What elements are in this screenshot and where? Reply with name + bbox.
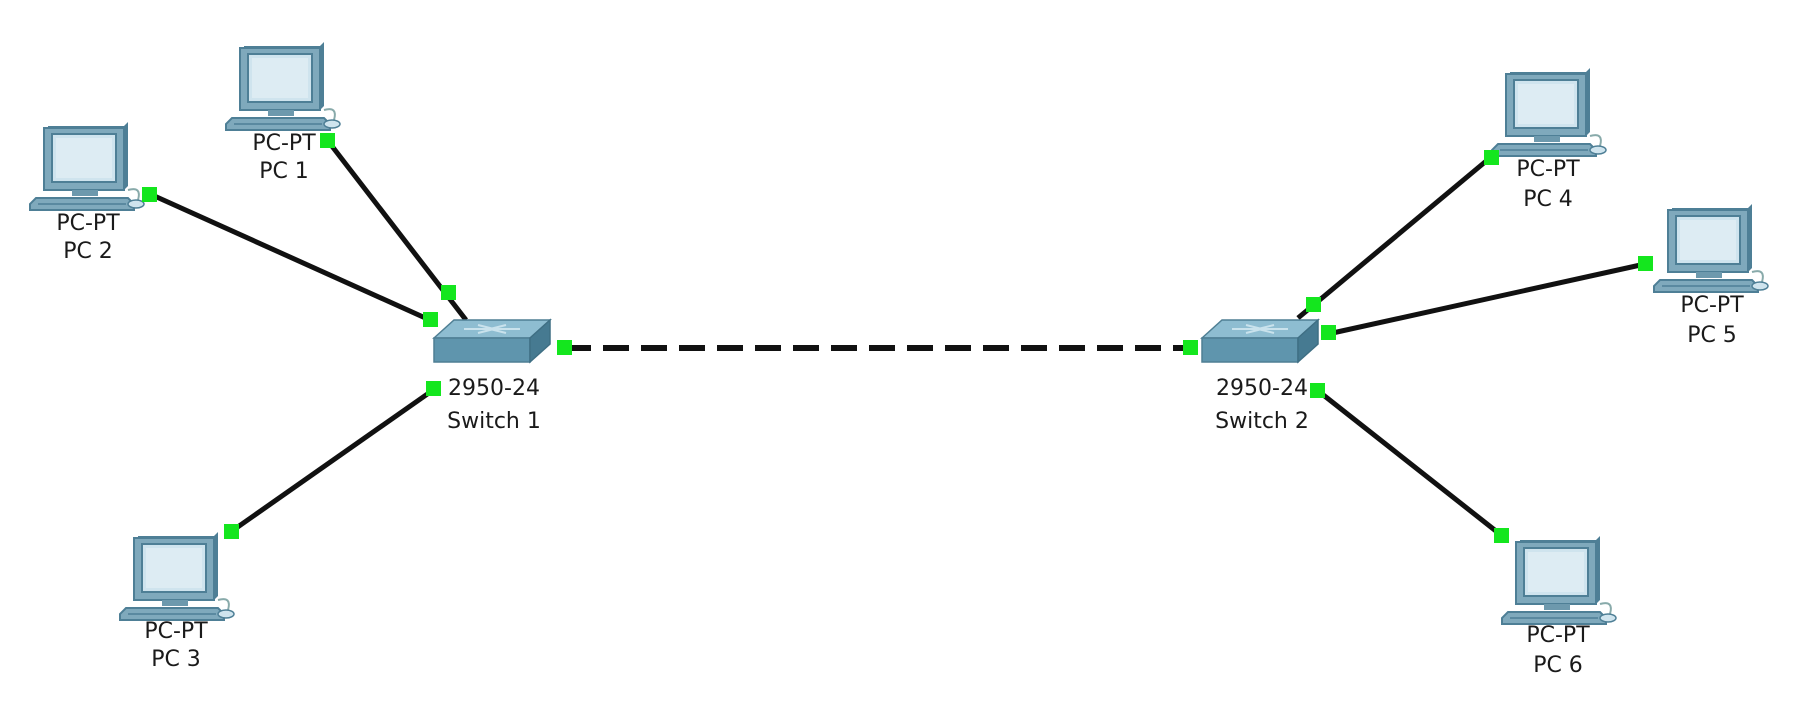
pc5-name-label: PC 5 [1687, 323, 1737, 348]
pc-icon [1491, 67, 1607, 157]
port-light-sw2-trunk [1183, 340, 1198, 355]
switch-icon [433, 319, 551, 363]
pc-2[interactable] [29, 121, 145, 211]
pc4-model-label: PC-PT [1516, 157, 1580, 182]
pc-6[interactable] [1501, 535, 1617, 625]
port-light-pc6 [1494, 528, 1509, 543]
pc6-name-label: PC 6 [1533, 653, 1583, 678]
switch2-model-label: 2950-24 [1216, 376, 1308, 401]
port-light-pc2 [142, 187, 157, 202]
switch1-name-label: Switch 1 [447, 409, 541, 434]
pc-icon [1653, 203, 1769, 293]
port-light-pc4 [1484, 150, 1499, 165]
pc5-model-label: PC-PT [1680, 293, 1744, 318]
pc1-name-label: PC 1 [259, 159, 309, 184]
port-light-pc3 [224, 524, 239, 539]
port-light-pc5 [1638, 256, 1653, 271]
labels-layer: PC-PT PC 1 PC-PT PC 2 PC-PT PC 3 2950-24… [56, 131, 1744, 678]
link-pc2-switch1[interactable] [148, 191, 434, 324]
switch-2[interactable] [1201, 319, 1319, 363]
link-pc3-switch1[interactable] [230, 385, 438, 534]
pc-icon [29, 121, 145, 211]
pc4-name-label: PC 4 [1523, 187, 1573, 212]
link-pc4-switch2[interactable] [1296, 155, 1493, 320]
link-pc5-switch2[interactable] [1327, 261, 1646, 337]
pc2-model-label: PC-PT [56, 211, 120, 236]
pc1-model-label: PC-PT [252, 131, 316, 156]
switch1-model-label: 2950-24 [448, 376, 540, 401]
port-lights [142, 133, 1653, 543]
pc2-name-label: PC 2 [63, 239, 113, 264]
pc3-model-label: PC-PT [144, 619, 208, 644]
port-light-pc1 [320, 133, 335, 148]
pc-3[interactable] [119, 531, 235, 621]
port-light-sw1-pc3 [426, 381, 441, 396]
port-light-sw1-trunk [557, 340, 572, 355]
pc-icon [225, 41, 341, 131]
port-light-sw2-pc5 [1321, 325, 1336, 340]
links-layer [148, 139, 1646, 537]
port-light-sw2-pc6 [1310, 383, 1325, 398]
pc6-model-label: PC-PT [1526, 623, 1590, 648]
pc3-name-label: PC 3 [151, 647, 201, 672]
port-light-sw1-pc2 [423, 312, 438, 327]
switch-icon [1201, 319, 1319, 363]
pc-1[interactable] [225, 41, 341, 131]
pc-5[interactable] [1653, 203, 1769, 293]
pc-4[interactable] [1491, 67, 1607, 157]
pc-icon [119, 531, 235, 621]
port-light-sw1-pc1 [441, 285, 456, 300]
pc-icon [1501, 535, 1617, 625]
link-pc6-switch2[interactable] [1315, 388, 1503, 537]
switch-1[interactable] [433, 319, 551, 363]
switch2-name-label: Switch 2 [1215, 409, 1309, 434]
port-light-sw2-pc4 [1306, 297, 1321, 312]
